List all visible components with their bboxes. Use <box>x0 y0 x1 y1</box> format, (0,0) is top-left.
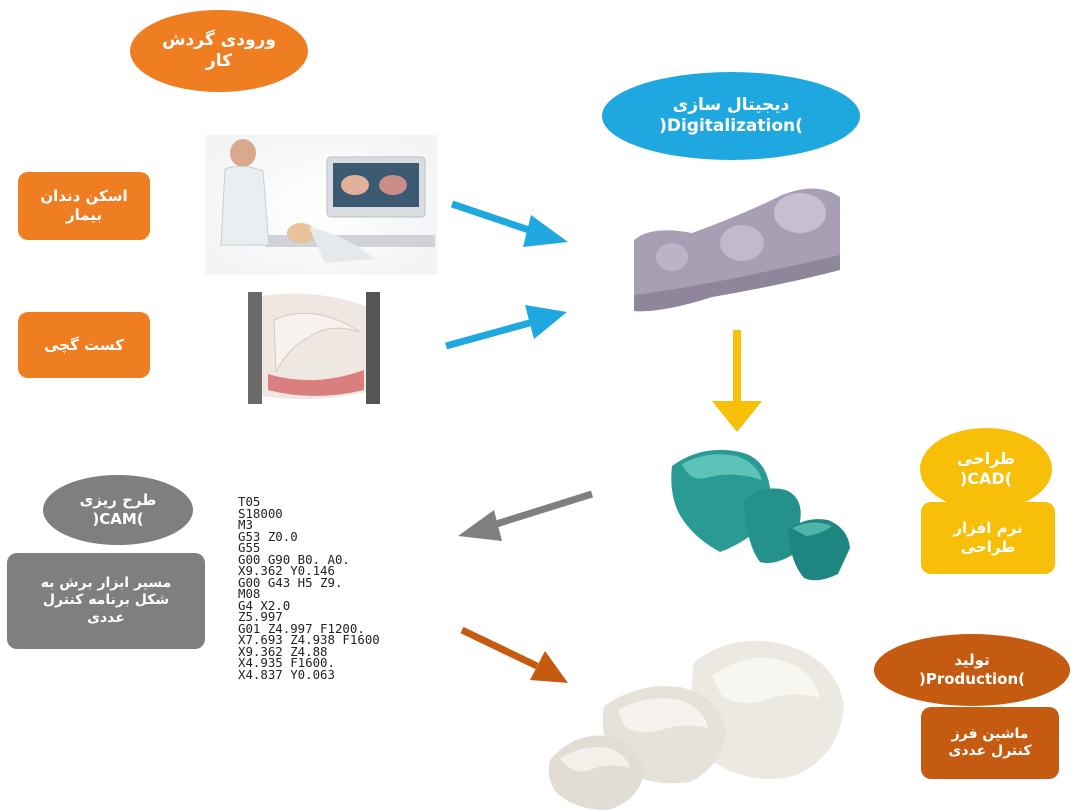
arrow-scan-to-digitalization <box>450 200 568 247</box>
digitalization-node: دیجیتال سازی (Digitalization) <box>602 72 860 160</box>
arrow-cad-to-cam <box>458 490 594 541</box>
workflow-input-node: ورودی گردش کار <box>130 10 308 92</box>
cast-label: کست گچی <box>44 335 124 354</box>
production-title-node: تولید (Production) <box>874 634 1070 706</box>
digital-scan-model <box>634 188 840 312</box>
cad-title-node: طراحی (CAD) <box>920 428 1052 510</box>
cam-desc-label: مسیر ابزار برش به شکل برنامه کنترل عددی <box>40 574 172 626</box>
gcode-listing: T05 S18000 M3 G53 Z0.0 G55 G00 G90 B0. A… <box>238 494 380 682</box>
milled-crown-photo <box>548 640 844 810</box>
plaster-cast-photo <box>248 292 380 404</box>
cad-crown-model <box>671 449 850 581</box>
digitalization-label: دیجیتال سازی (Digitalization) <box>659 94 803 136</box>
arrow-digitalization-to-cad <box>712 330 762 432</box>
cam-desc-box: مسیر ابزار برش به شکل برنامه کنترل عددی <box>7 553 205 649</box>
arrow-cast-to-digitalization <box>445 305 567 350</box>
production-title-label: تولید (Production) <box>918 651 1026 688</box>
cad-desc-box: نرم افزار طراحی <box>921 502 1055 574</box>
production-desc-label: ماشین فرز کنترل عددی <box>948 725 1032 760</box>
cad-title-label: طراحی (CAD) <box>956 449 1016 488</box>
scan-box: اسکن دندان بیمار <box>18 172 150 240</box>
scan-label: اسکن دندان بیمار <box>40 187 128 224</box>
cam-title-node: طرح ریزی (CAM) <box>43 475 193 545</box>
cast-box: کست گچی <box>18 312 150 378</box>
production-desc-box: ماشین فرز کنترل عددی <box>921 707 1059 779</box>
cam-title-label: طرح ریزی (CAM) <box>79 491 157 528</box>
dentist-scanning-photo <box>205 135 437 275</box>
workflow-input-label: ورودی گردش کار <box>162 29 276 71</box>
cad-desc-label: نرم افزار طراحی <box>953 519 1023 556</box>
arrow-cam-to-production <box>460 626 568 683</box>
